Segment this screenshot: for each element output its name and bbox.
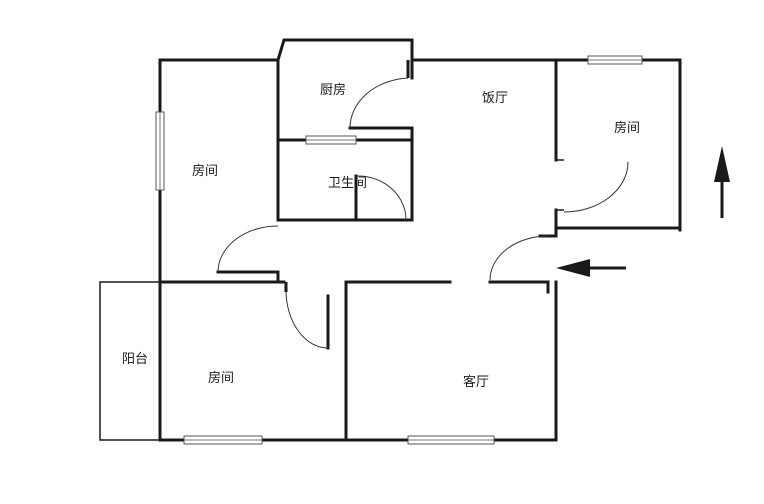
entrance-arrow-icon [556, 259, 626, 277]
north-arrow-icon [714, 146, 730, 218]
room-label-balcony: 阳台 [122, 352, 148, 367]
room-label-bedroom-bottom: 房间 [208, 370, 234, 386]
wall-corridor-door-stop [488, 280, 550, 294]
room-label-living: 客厅 [463, 374, 489, 390]
wall-kitchen-top [276, 38, 414, 62]
doors [217, 60, 629, 349]
door-entrance [489, 235, 549, 281]
door-kitchen [349, 77, 409, 129]
door-stop-right-bedroom [556, 159, 564, 211]
room-label-bathroom: 卫生间 [328, 176, 367, 191]
wall-balcony [99, 281, 160, 441]
room-label-bedroom-left: 房间 [192, 163, 218, 179]
windows [155, 55, 643, 445]
room-label-kitchen: 厨房 [320, 82, 346, 98]
door-right-bedroom [563, 161, 629, 213]
door-bottom-bedroom [285, 289, 329, 349]
door-bathroom [355, 175, 407, 221]
room-labels: 厨房 饭厅 房间 房间 卫生间 阳台 房间 客厅 [122, 82, 640, 390]
wall-corridor-left [216, 270, 280, 284]
room-label-dining: 饭厅 [482, 91, 508, 106]
walls [99, 38, 682, 442]
door-left-bedroom [217, 225, 279, 273]
room-label-bedroom-right: 房间 [614, 120, 640, 136]
